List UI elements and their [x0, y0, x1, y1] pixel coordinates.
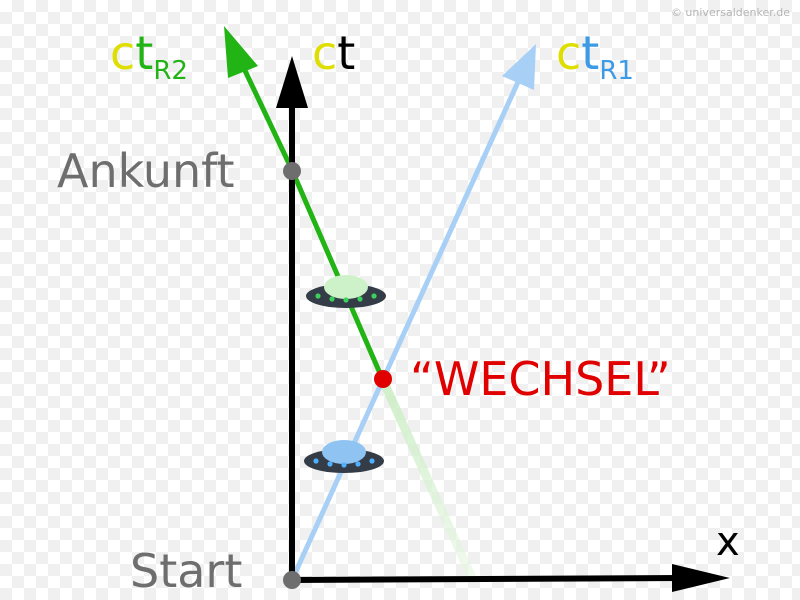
- worldline-r1: [289, 80, 521, 582]
- ct-r1-c: c: [556, 26, 582, 80]
- start-point: [283, 571, 301, 589]
- worldline-r1-arrowhead: [502, 44, 536, 90]
- worldline-r2: [289, 169, 385, 379]
- switch-label: “WECHSEL”: [410, 352, 671, 406]
- ct-t: t: [337, 26, 356, 80]
- start-label: Start: [130, 544, 243, 598]
- ct-c: c: [312, 26, 338, 80]
- ufo-green-icon: [306, 275, 386, 308]
- worldline-r2-arrowhead: [224, 26, 258, 78]
- ct-axis-arrowhead: [276, 56, 308, 108]
- ct-r2-c: c: [110, 26, 136, 80]
- ct-r2-t: t: [135, 26, 154, 80]
- worldline-r2-extension: [377, 376, 477, 580]
- copyright-notice: © universaldenker.de: [670, 6, 790, 19]
- arrival-label: Ankunft: [57, 144, 235, 198]
- switch-point: [374, 370, 392, 388]
- arrival-point: [283, 162, 301, 180]
- x-axis-label: x: [716, 519, 740, 565]
- ct-r1-subscript: R1: [599, 56, 634, 86]
- worldline-r2-upper: [237, 58, 295, 172]
- x-axis-arrowhead: [672, 564, 730, 592]
- ufo-blue-icon: [304, 440, 384, 473]
- ct-axis-label: ct: [312, 30, 355, 76]
- ct-r2-subscript: R2: [153, 56, 188, 86]
- ct-r1-t: t: [581, 26, 600, 80]
- worldline-r2-label: ctR2: [110, 30, 188, 84]
- x-axis: [289, 575, 681, 583]
- worldline-r1-label: ctR1: [556, 30, 634, 84]
